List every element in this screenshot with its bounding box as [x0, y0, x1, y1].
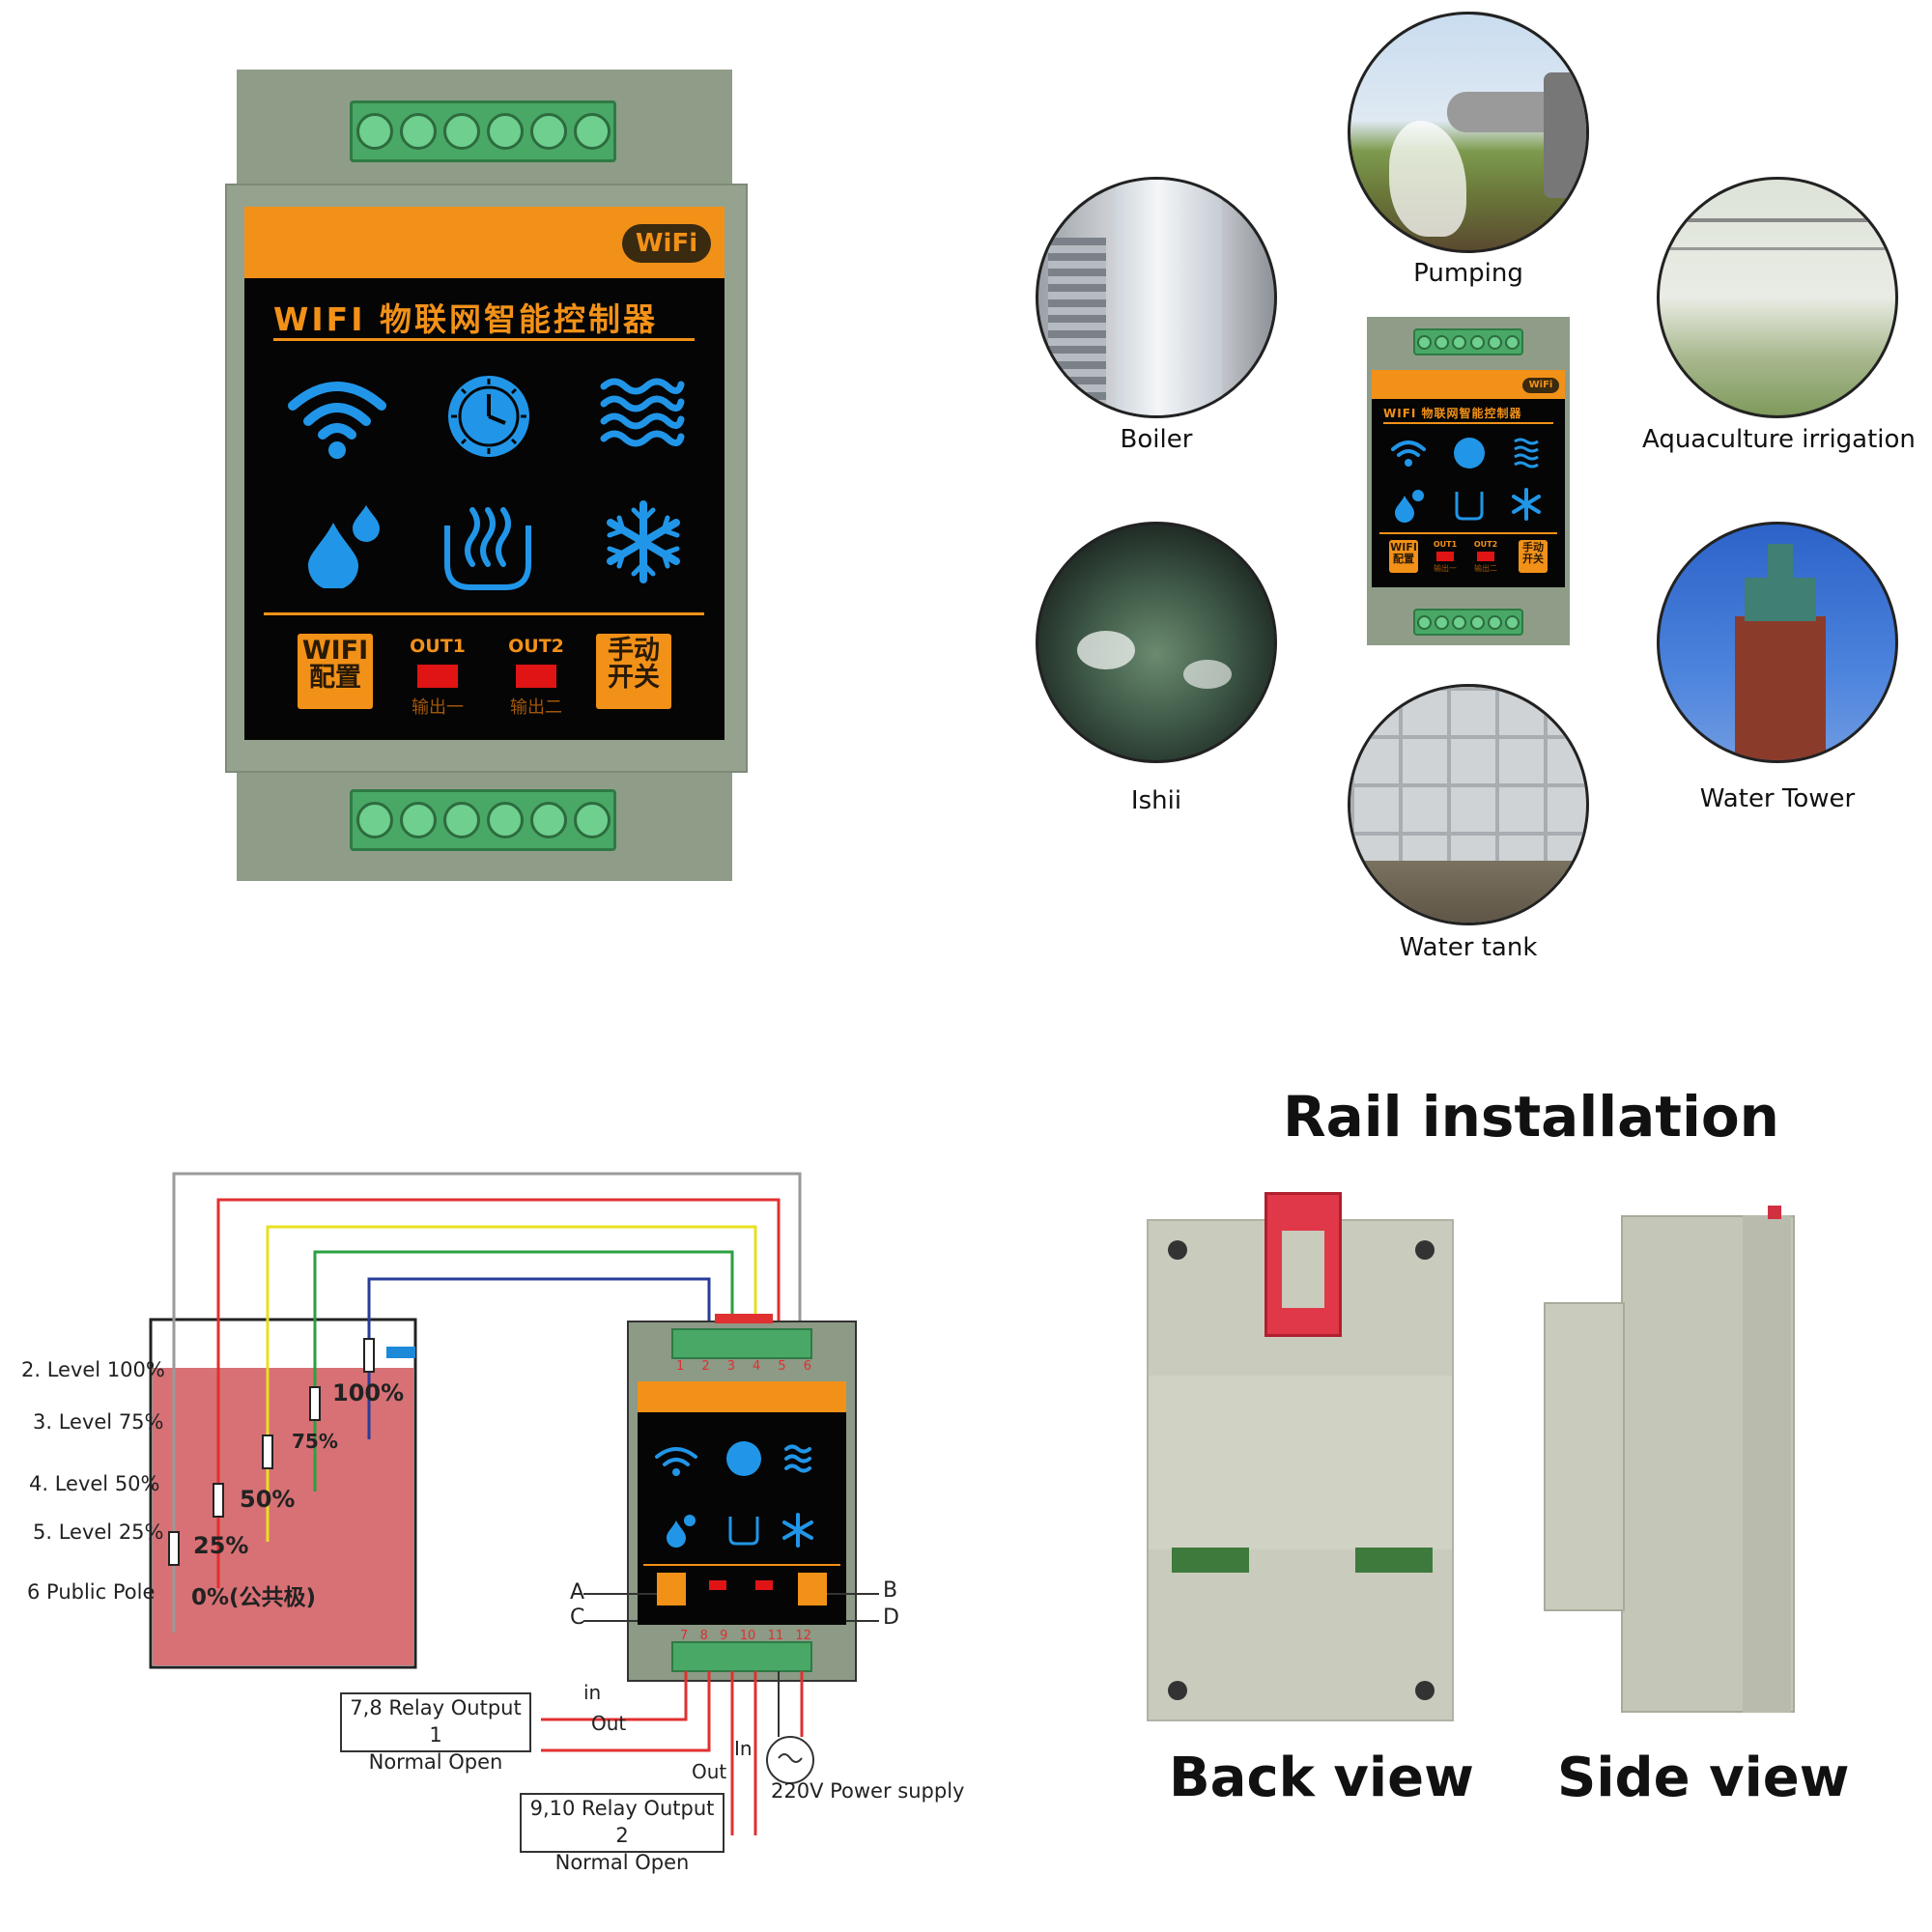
aquaculture-caption: Aquaculture irrigation: [1642, 425, 1916, 454]
wiring-diagram: [149, 1172, 879, 1835]
label-c: C: [570, 1605, 585, 1630]
front-panel: WiFi WIFI 物联网智能控制器: [244, 207, 724, 740]
label-b: B: [883, 1578, 898, 1603]
ishii-caption: Ishii: [1130, 786, 1182, 815]
out1-sub-label: 输出一: [412, 697, 464, 718]
percent-50: 50%: [240, 1486, 296, 1513]
manual-switch-button[interactable]: 手动开关: [596, 634, 671, 709]
percent-75: 75%: [292, 1430, 338, 1453]
wifi-icon: [288, 382, 386, 459]
heater-icon: [444, 507, 531, 590]
water-tank-caption: Water tank: [1399, 933, 1538, 962]
boiler-caption: Boiler: [1120, 425, 1193, 454]
back-view-photo: [1147, 1192, 1454, 1721]
level-50-label: 4. Level 50%: [29, 1472, 160, 1495]
water-tower-photo: [1657, 522, 1898, 763]
percent-0: 0%(公共极): [191, 1585, 317, 1610]
level-25-label: 5. Level 25%: [33, 1520, 164, 1544]
device-title: WIFI 物联网智能控制器: [273, 300, 658, 338]
water-tank-photo: [1348, 684, 1589, 925]
out1-label: OUT1: [410, 636, 466, 657]
out2-sub-label: 输出二: [510, 697, 562, 718]
level-75-label: 3. Level 75%: [33, 1410, 164, 1434]
in2-label: In: [734, 1737, 753, 1760]
water-drop-icon: [308, 505, 380, 588]
boiler-photo: [1036, 177, 1277, 418]
label-a: A: [570, 1580, 585, 1605]
out2-led: [516, 665, 556, 688]
waves-icon: [600, 378, 685, 447]
side-view-title: Side view: [1557, 1747, 1850, 1809]
percent-25: 25%: [193, 1532, 249, 1559]
public-pole-label: 6 Public Pole: [27, 1580, 156, 1604]
pumping-caption: Pumping: [1413, 259, 1523, 288]
power-supply-label: 220V Power supply: [771, 1779, 965, 1803]
label-d: D: [883, 1605, 899, 1630]
bottom-terminal-block: [350, 789, 616, 851]
water-tower-caption: Water Tower: [1699, 784, 1856, 813]
pumping-photo: [1348, 12, 1589, 253]
top-terminal-block: [350, 100, 616, 162]
out1-led: [417, 665, 458, 688]
controller-device: WiFi WIFI 物联网智能控制器: [225, 70, 748, 881]
percent-100: 100%: [332, 1379, 405, 1406]
rail-installation-title: Rail installation: [1283, 1084, 1779, 1150]
ishii-photo: [1036, 522, 1277, 763]
clock-icon: [448, 376, 529, 457]
out2-label: Out: [692, 1760, 727, 1783]
side-view-photo: [1544, 1206, 1797, 1713]
level-100-label: 2. Level 100%: [21, 1358, 165, 1381]
out2-label: OUT2: [508, 636, 564, 657]
out-label: Out: [591, 1712, 627, 1735]
in-label: in: [583, 1681, 602, 1704]
aquaculture-photo: [1657, 177, 1898, 418]
wifi-logo: WiFi: [622, 224, 711, 263]
snowflake-icon: [607, 500, 680, 583]
back-view-title: Back view: [1169, 1747, 1474, 1809]
